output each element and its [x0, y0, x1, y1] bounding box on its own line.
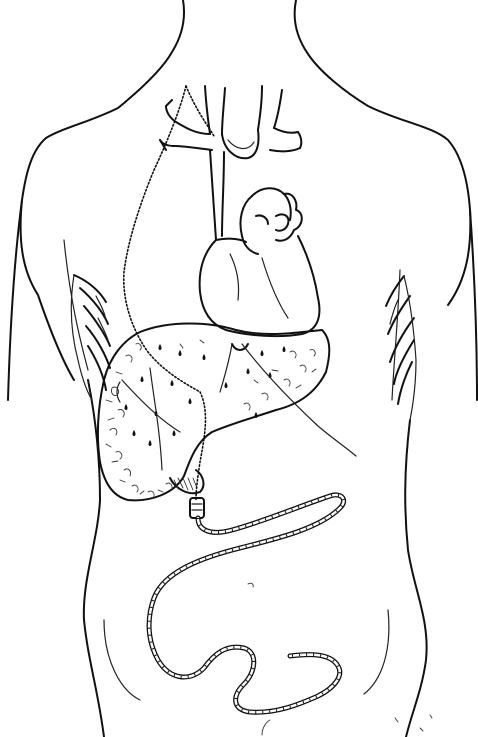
- catheter-line: [117, 86, 356, 500]
- umbilicus-mark: [248, 583, 253, 587]
- heart: [200, 188, 320, 336]
- coiled-tubing: [149, 495, 344, 712]
- liver: [98, 324, 329, 501]
- connector: [190, 498, 204, 518]
- ribs-right: [386, 276, 416, 420]
- torso-outline: [8, 0, 477, 737]
- great-vessels: [160, 86, 301, 240]
- liver-droplets: [125, 344, 286, 446]
